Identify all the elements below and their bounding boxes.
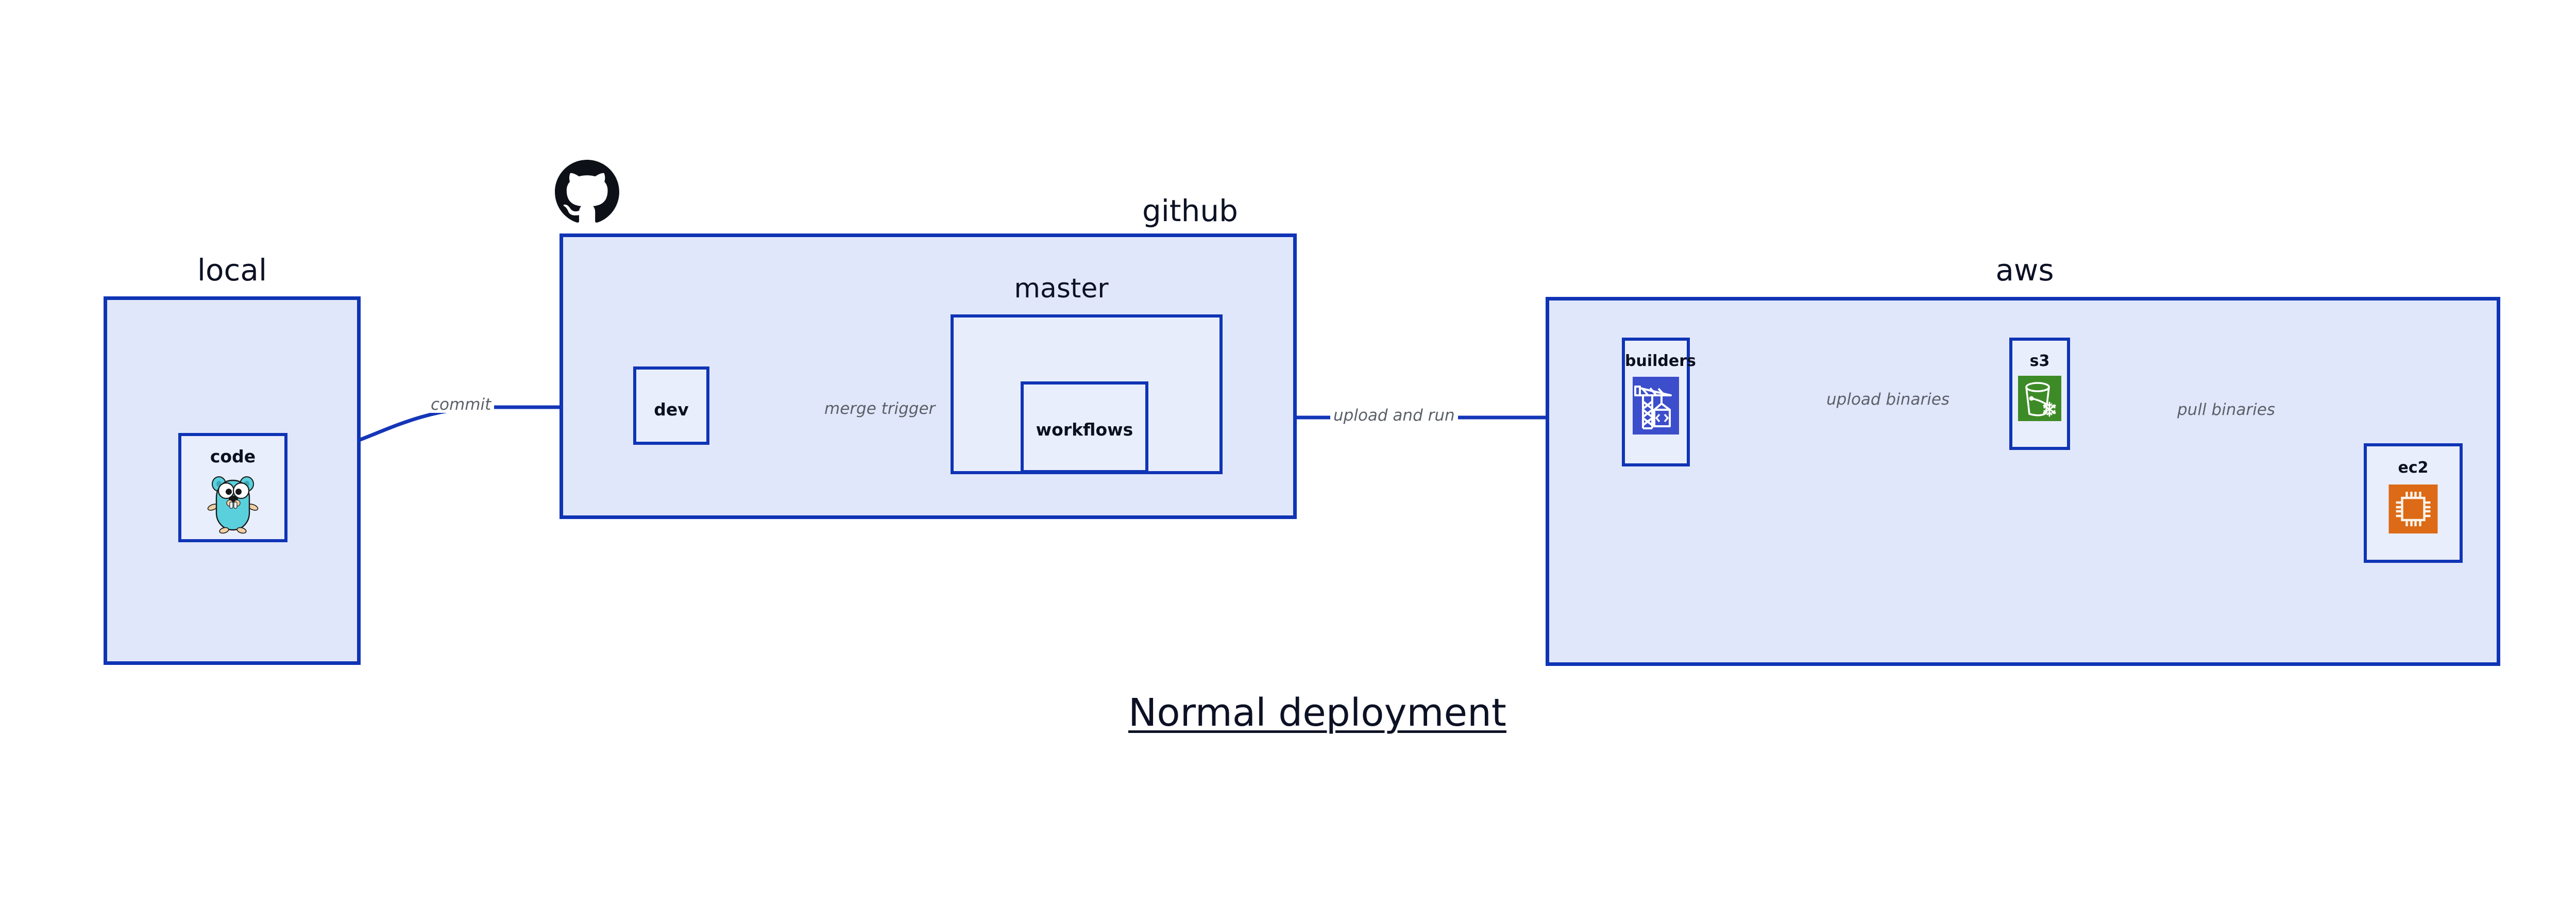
edge-label-upload-and-run: upload and run bbox=[1330, 408, 1458, 424]
group-title-aws: aws bbox=[1995, 253, 2054, 288]
aws-builders-crane-icon bbox=[1633, 377, 1679, 435]
edge-label-merge-trigger: merge trigger bbox=[821, 401, 939, 417]
edge-label-pull-binaries: pull binaries bbox=[2177, 400, 2275, 419]
aws-ec2-chip-icon bbox=[2388, 485, 2438, 533]
node-workflows-label: workflows bbox=[1036, 420, 1133, 440]
github-octocat-logo bbox=[555, 160, 619, 224]
node-code[interactable]: code bbox=[178, 433, 287, 542]
node-ec2[interactable]: ec2 bbox=[2364, 443, 2463, 563]
edge-label-upload-binaries: upload binaries bbox=[1823, 392, 1953, 408]
node-workflows[interactable]: workflows bbox=[1021, 381, 1148, 473]
diagram-caption: Normal deployment bbox=[1128, 691, 1506, 735]
node-code-label: code bbox=[210, 446, 256, 466]
node-dev[interactable]: dev bbox=[633, 366, 709, 445]
go-gopher-icon bbox=[207, 473, 259, 534]
group-title-github: github bbox=[1142, 193, 1238, 228]
group-local bbox=[104, 296, 361, 665]
node-ec2-label: ec2 bbox=[2398, 459, 2429, 477]
node-builders[interactable]: builders bbox=[1622, 338, 1696, 466]
node-dev-label: dev bbox=[654, 399, 689, 420]
node-s3-label: s3 bbox=[2029, 352, 2050, 370]
aws-s3-bucket-icon bbox=[2018, 376, 2061, 421]
edge-label-commit: commit bbox=[428, 397, 495, 413]
node-s3[interactable]: s3 bbox=[2009, 338, 2070, 450]
group-title-master: master bbox=[1014, 273, 1109, 304]
node-builders-label: builders bbox=[1625, 352, 1696, 370]
group-title-local: local bbox=[197, 253, 267, 288]
